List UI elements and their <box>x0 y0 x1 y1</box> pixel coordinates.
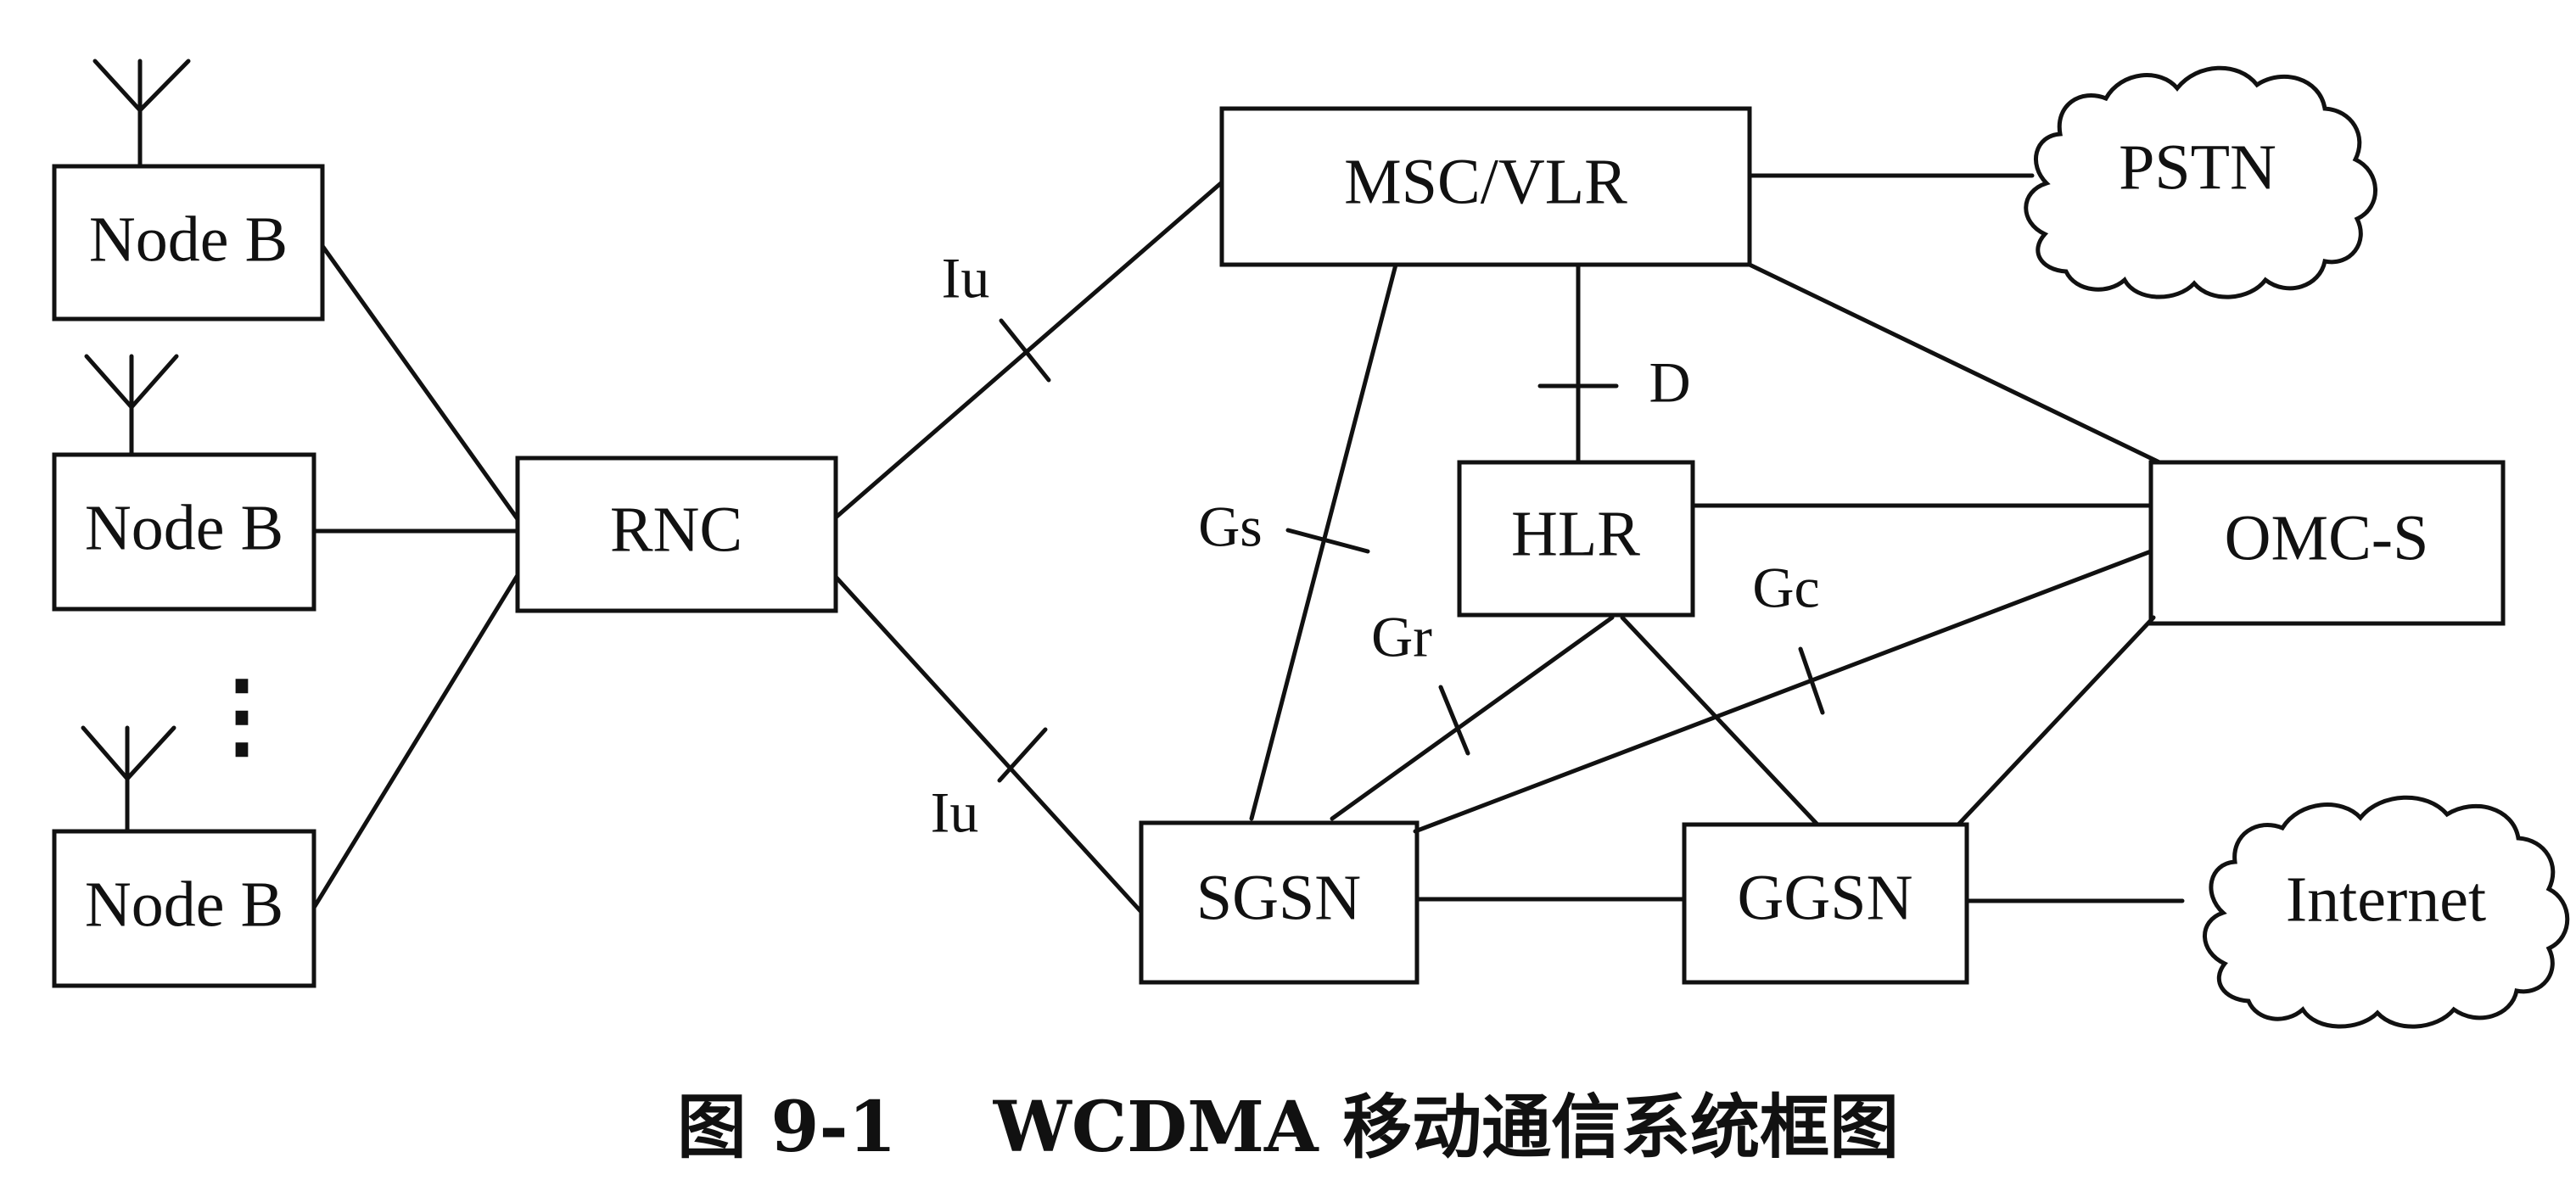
figure-caption: 图 9-1 WCDMA 移动通信系统框图 <box>676 1087 1900 1168</box>
gr-label: Gr <box>1371 605 1432 669</box>
omc-s-box <box>2148 460 2506 626</box>
link-rnc-msc <box>833 180 1224 520</box>
rnc-label: RNC <box>610 494 742 565</box>
node-b-1-box <box>52 164 325 322</box>
pstn-label: PSTN <box>2119 131 2276 203</box>
gc-label: Gc <box>1752 556 1819 620</box>
msc-vlr-box <box>1219 106 1752 267</box>
pstn-cloud <box>2024 65 2377 299</box>
antenna-icon <box>81 725 176 834</box>
iu-lower-tick <box>997 727 1048 783</box>
hlr-box <box>1457 460 1695 618</box>
hlr-label: HLR <box>1511 498 1640 569</box>
node-b-2-box <box>52 452 316 612</box>
gs-label: Gs <box>1198 495 1263 559</box>
link-hlr-ggsn <box>1620 615 1820 827</box>
node-b-3-label: Node B <box>85 869 283 940</box>
link-omc-sgsn <box>1413 549 2153 834</box>
more-nodes-ellipsis: ⋮ <box>195 663 288 767</box>
node-b-3-box <box>52 829 316 988</box>
sgsn-label: SGSN <box>1196 862 1361 933</box>
iu-upper-label: Iu <box>942 246 990 310</box>
node-b-2-label: Node B <box>85 492 283 563</box>
internet-label: Internet <box>2286 864 2486 935</box>
link-nodeb1-rnc <box>320 243 520 522</box>
gc-tick <box>1798 646 1825 715</box>
d-label: D <box>1649 350 1690 415</box>
msc-vlr-label: MSC/VLR <box>1344 146 1627 217</box>
link-hlr-sgsn <box>1330 615 1615 821</box>
rnc-box <box>515 456 838 613</box>
iu-upper-tick <box>999 318 1051 383</box>
node-b-1-label: Node B <box>89 204 288 275</box>
antenna-icon <box>84 354 179 457</box>
link-msc-omc <box>1747 262 2162 465</box>
ggsn-label: GGSN <box>1738 862 1913 933</box>
link-omc-ggsn <box>1956 615 2156 827</box>
link-nodeb3-rnc <box>311 573 520 910</box>
iu-lower-label: Iu <box>931 780 979 845</box>
gr-tick <box>1438 685 1470 756</box>
gs-tick <box>1285 528 1370 554</box>
omc-s-label: OMC-S <box>2225 502 2429 573</box>
sgsn-box <box>1139 820 1420 985</box>
antenna-icon <box>92 59 191 169</box>
link-rnc-sgsn <box>833 574 1144 914</box>
ggsn-box <box>1682 822 1969 985</box>
internet-cloud <box>2203 795 2570 1029</box>
